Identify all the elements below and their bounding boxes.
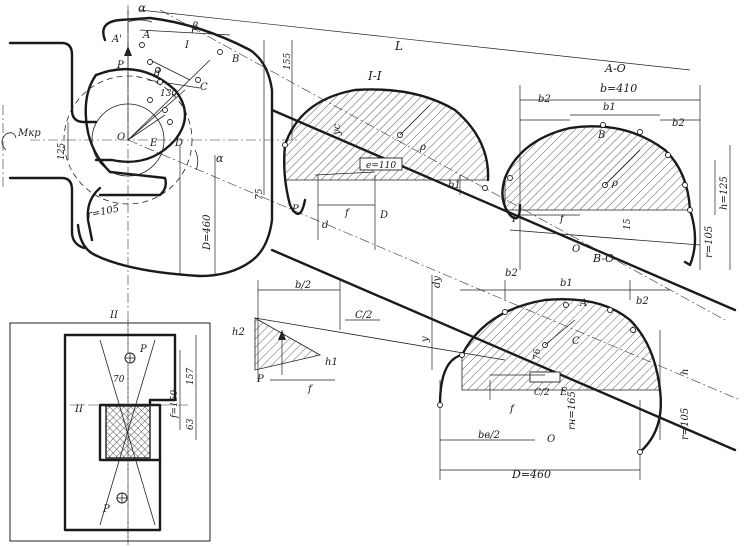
label-c-bo: C — [572, 336, 580, 347]
label-dim-76: 76 — [533, 348, 543, 360]
section-a-o — [501, 85, 731, 270]
label-b-point-ao: B — [597, 130, 605, 141]
label-o-point: O — [117, 132, 125, 143]
label-p-ao: P — [511, 214, 519, 225]
label-o-bo: O — [547, 434, 555, 445]
label-d-point: D — [174, 138, 183, 149]
label-c-point: C — [200, 82, 208, 93]
label-h2: h2 — [232, 327, 245, 338]
label-r105-ao: r=105 — [704, 226, 715, 258]
labels-plan-view: II II P P 70 f=150 157 63 — [74, 310, 196, 515]
crank-web-outline — [76, 16, 274, 278]
label-dim-155: 155 — [283, 53, 293, 70]
label-bo-title: B-O — [592, 252, 614, 265]
label-dim-15: 15 — [623, 218, 633, 230]
main-journal-outline — [8, 41, 98, 124]
label-e-bo: E — [559, 387, 568, 398]
label-dy: dy — [432, 276, 443, 288]
label-b2-right-ao: b2 — [672, 118, 685, 129]
crankpin-outline — [94, 68, 187, 163]
labels-side-view: α A' A β I B L P d C 130 Mкр O E D 125 α… — [17, 1, 403, 251]
label-b2-left-bo: b2 — [505, 268, 518, 279]
label-f150: f=150 — [170, 390, 180, 419]
label-r105-left: r=105 — [86, 203, 120, 220]
label-dim-75: 75 — [255, 188, 265, 200]
label-sec-1-title: I-I — [367, 69, 382, 83]
label-dim-125: 125 — [57, 143, 67, 160]
label-rho: ρ — [419, 142, 426, 153]
labels-section-i-i: I-I yc ρ e=110 b1 P d f D — [291, 69, 461, 231]
label-e110: e=110 — [366, 161, 396, 171]
label-p-plan-bottom: P — [102, 504, 110, 515]
label-b-point: B — [231, 54, 239, 65]
label-o-ao: O — [572, 244, 580, 255]
label-rho-ao: ρ — [611, 178, 618, 189]
label-dim-157: 157 — [186, 368, 196, 385]
label-b2-left-ao: b2 — [538, 94, 551, 105]
label-f-load: f — [307, 384, 314, 395]
label-y-bo: y — [420, 336, 431, 343]
label-alpha-mid: α — [216, 152, 224, 165]
label-y-c: yc — [332, 123, 343, 136]
label-b1-sec1: b1 — [448, 180, 461, 191]
plan-view — [9, 320, 211, 545]
label-roman-two-top: II — [109, 310, 119, 321]
label-f-sec1: f — [344, 208, 351, 219]
label-h1: h1 — [325, 357, 338, 368]
label-b2-right-bo: b2 — [636, 296, 649, 307]
labels-section-b-o: b2 b1 b2 A C 76 C/2 E f rн=165 h r=105 b… — [420, 268, 691, 481]
label-h-bo: h — [680, 369, 691, 375]
label-h125: h=125 — [719, 176, 730, 210]
label-a-prime: A' — [111, 34, 122, 45]
label-p-sec1: P — [291, 204, 299, 215]
label-dim-63: 63 — [186, 418, 196, 430]
torque-symbol — [1, 132, 17, 151]
section-i-i — [282, 88, 490, 250]
label-e-point: E — [149, 138, 158, 149]
label-r105-bo: r=105 — [680, 408, 691, 440]
label-p-load: P — [256, 374, 264, 385]
label-d-sec1: d — [322, 220, 328, 231]
label-p-plan-top: P — [139, 344, 147, 355]
label-b1-bo: b1 — [560, 278, 573, 289]
label-dim-70: 70 — [113, 375, 125, 385]
section-b-o-shape — [461, 298, 661, 391]
label-b1-ao: b1 — [603, 102, 616, 113]
label-ao-title: A-O — [604, 62, 626, 75]
section-b-o — [431, 275, 670, 480]
label-dim-130: 130 — [160, 89, 177, 99]
load-diagram-shape — [254, 317, 322, 371]
label-d460-bottom: D=460 — [511, 468, 551, 481]
label-a-point: A — [142, 30, 150, 41]
label-bb2: bв/2 — [478, 430, 500, 441]
label-d460-vert: D=460 — [202, 214, 213, 251]
load-diagram — [254, 280, 506, 381]
label-c2-bo: C/2 — [534, 388, 550, 398]
label-rh165: rн=165 — [567, 391, 578, 430]
label-a-bo: A — [579, 298, 587, 309]
label-alpha-top: α — [138, 1, 146, 15]
label-roman-one: I — [184, 40, 190, 51]
label-beta: β — [191, 20, 198, 33]
label-b-half: b/2 — [295, 280, 311, 291]
label-l-dim: L — [394, 39, 403, 53]
label-p-top: P — [116, 60, 124, 71]
label-m-kr: Mкр — [17, 128, 41, 139]
label-b410: b=410 — [600, 82, 637, 95]
label-c-half: C/2 — [355, 310, 372, 321]
label-roman-two-mid: II — [74, 404, 84, 415]
labels-load-diagram: b/2 C/2 h2 h1 P f — [232, 280, 372, 395]
plan-view-outline — [63, 333, 177, 532]
label-d-point-sec1: D — [379, 210, 388, 221]
label-d-small: d — [154, 68, 160, 79]
label-f-bo: f — [509, 404, 516, 415]
label-f-ao: f — [559, 214, 566, 225]
labels-section-a-o: A-O b=410 b2 b1 b2 B ρ P f 15 h=125 r=10… — [511, 62, 730, 265]
